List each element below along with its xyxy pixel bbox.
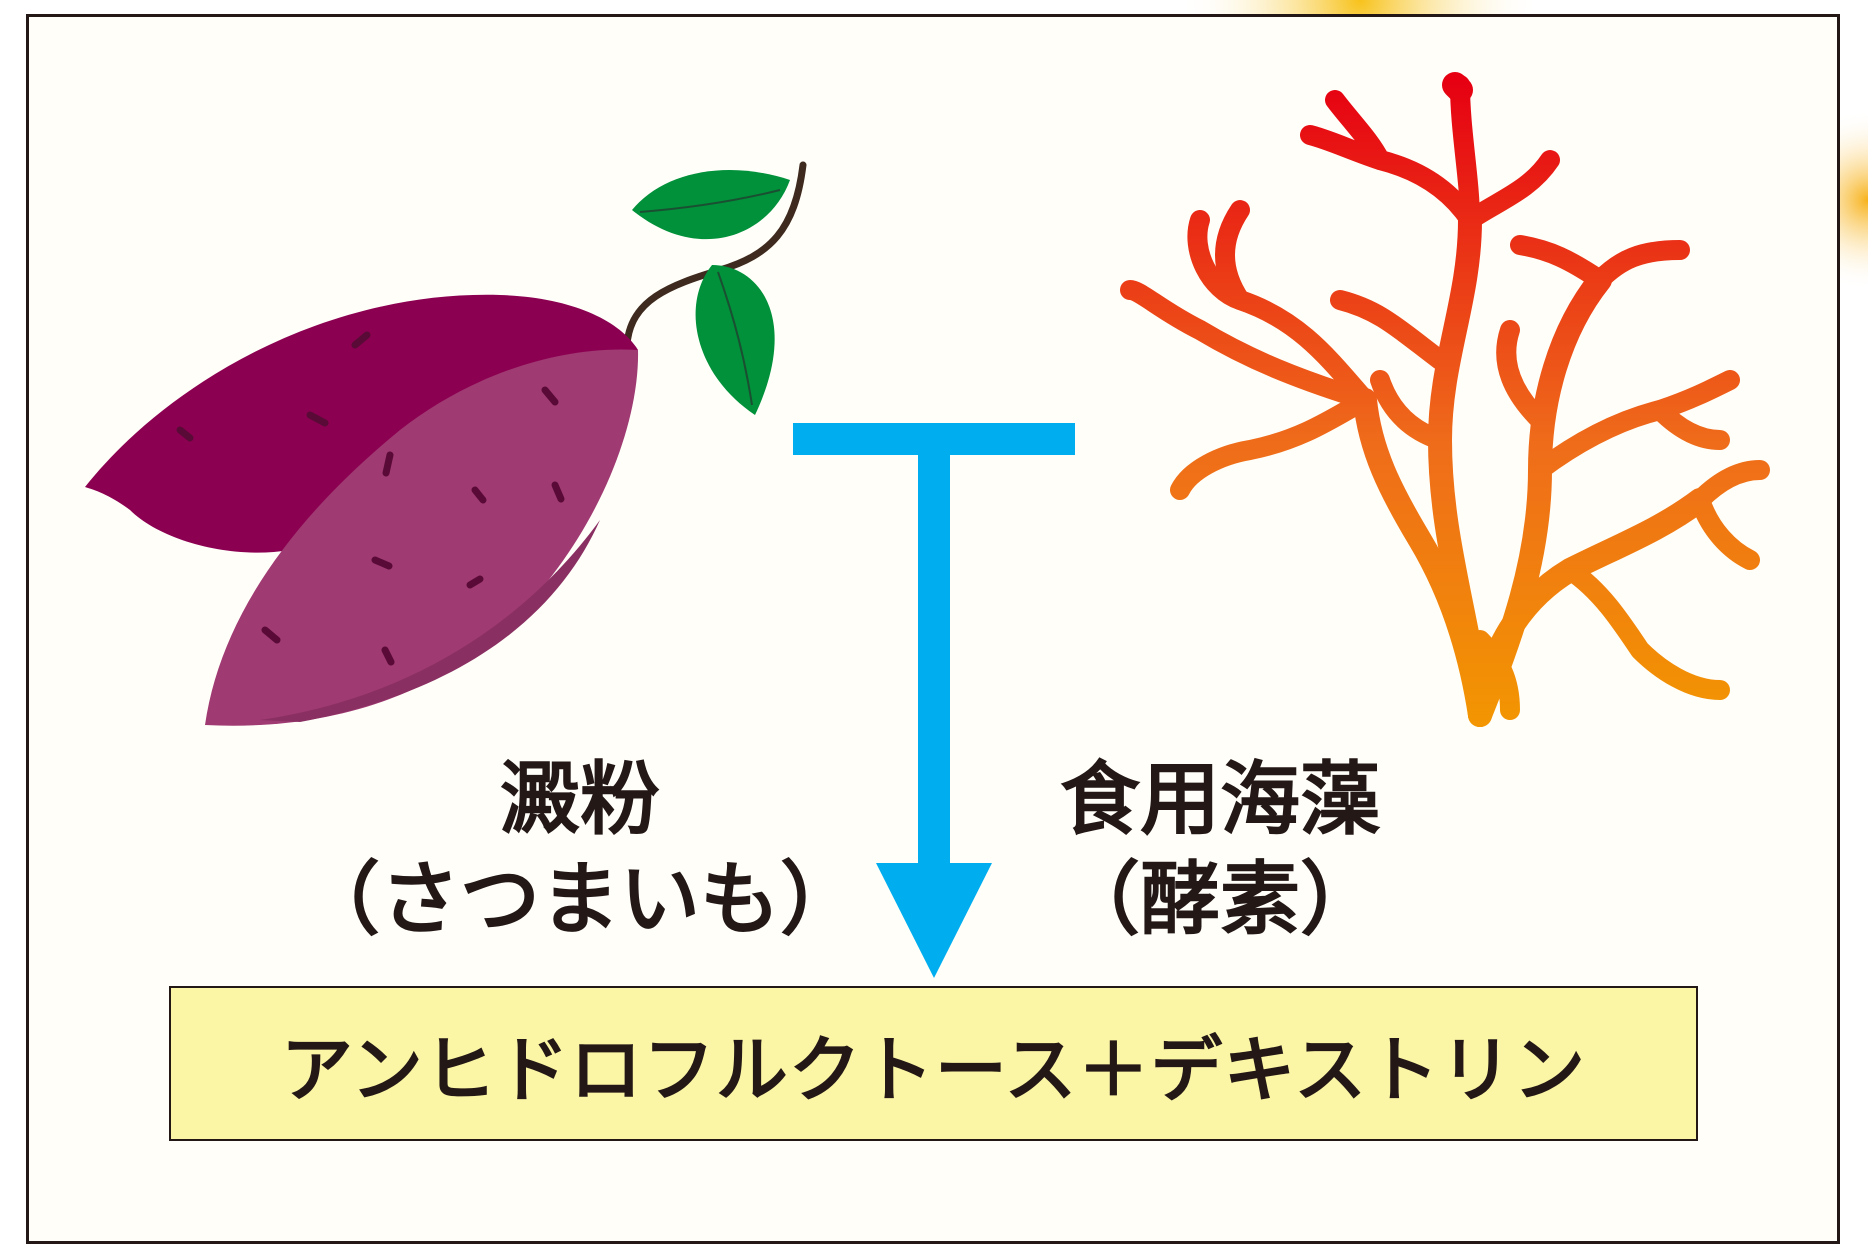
diagram-art	[85, 72, 1770, 978]
down-arrow-icon	[793, 423, 1075, 978]
starch-label: 澱粉 （さつまいも）	[300, 750, 860, 950]
result-box: アンヒドロフルクトース＋デキストリン	[169, 986, 1698, 1141]
sweet-potato-icon	[85, 161, 807, 726]
seaweed-name: 食用海藻	[1060, 753, 1380, 846]
result-text: アンヒドロフルクトース＋デキストリン	[280, 1028, 1587, 1112]
starch-name: 澱粉	[500, 753, 660, 846]
seaweed-source: （酵素）	[1060, 853, 1380, 946]
seaweed-label: 食用海藻 （酵素）	[1020, 750, 1420, 950]
seaweed-icon	[1120, 72, 1770, 727]
starch-source: （さつまいも）	[300, 853, 860, 946]
